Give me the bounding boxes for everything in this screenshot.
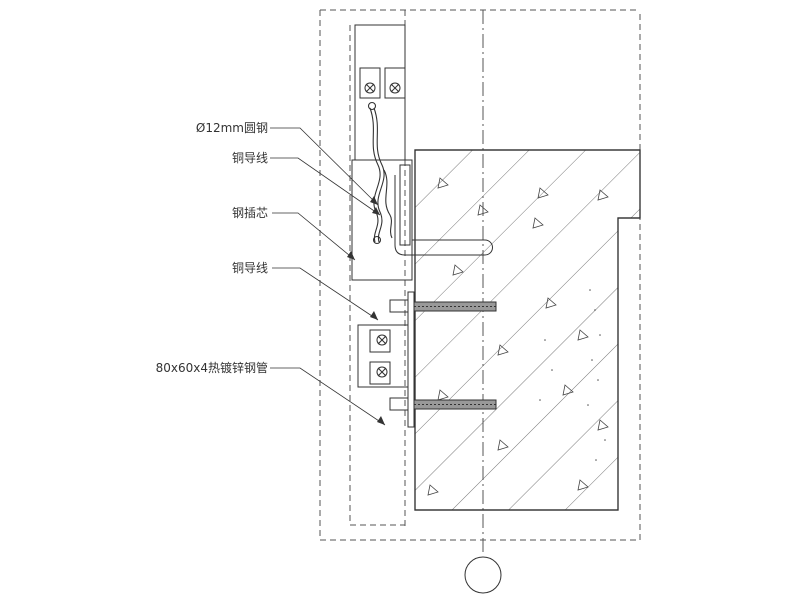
- leader-arrows: [347, 196, 385, 425]
- anchor-bolt-lower: [389, 397, 497, 411]
- copper-wire: [367, 101, 393, 245]
- concrete-aggregate-marks: [427, 177, 609, 496]
- lower-steel-tube: [357, 324, 409, 388]
- label-round-steel: Ø12mm圆钢: [196, 121, 268, 135]
- anchor-bolt-upper: [389, 299, 497, 313]
- label-copper-wire-1: 铜导线: [232, 150, 268, 165]
- anchor-plate: [407, 291, 415, 428]
- upper-steel-tube: [354, 24, 406, 161]
- label-steel-core: 钢插芯: [232, 206, 268, 220]
- concrete-stipple: [539, 289, 606, 461]
- steel-insert-core: [351, 159, 493, 281]
- label-copper-wire-2: 铜导线: [232, 260, 268, 275]
- label-steel-tube: 80x60x4热镀锌钢管: [156, 360, 268, 375]
- concrete-wall: [414, 149, 641, 511]
- leader-lines: [270, 127, 386, 426]
- axis-bubble: [464, 556, 502, 594]
